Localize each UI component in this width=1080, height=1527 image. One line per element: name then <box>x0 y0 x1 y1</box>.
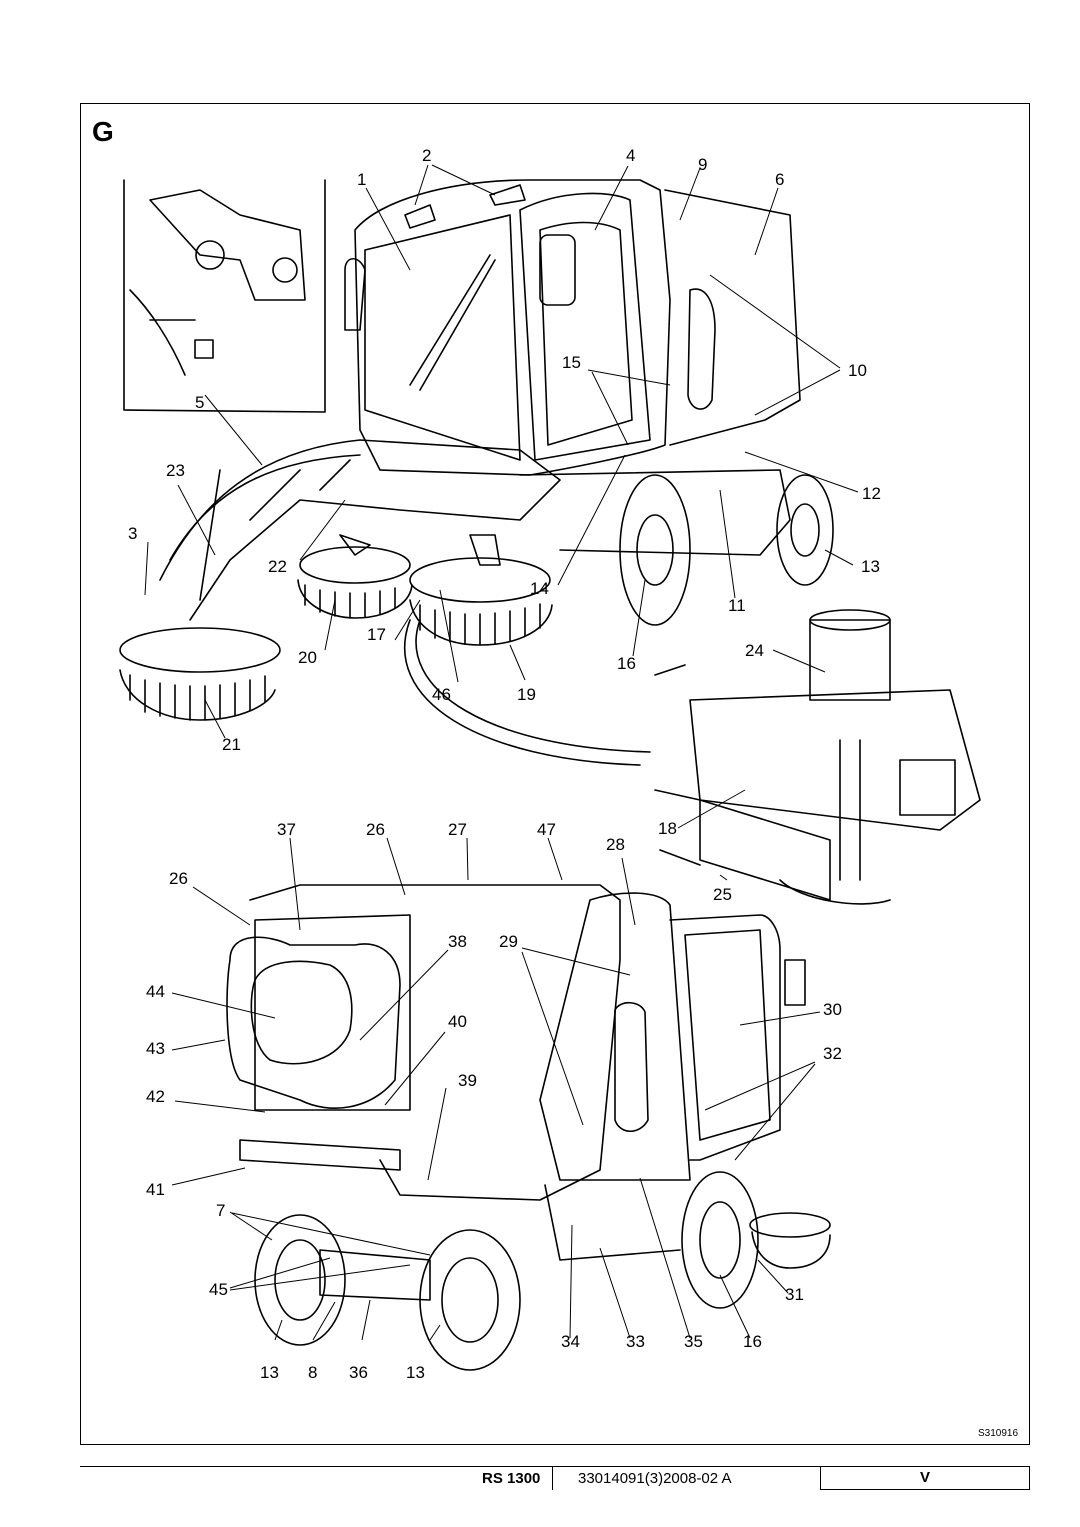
callout-13-bottom-right: 13 <box>406 1363 425 1382</box>
callout-1: 1 <box>357 170 367 189</box>
callout-11: 11 <box>728 596 746 615</box>
callout-42: 42 <box>146 1087 165 1106</box>
callout-46: 46 <box>432 685 451 704</box>
callout-7: 7 <box>216 1201 226 1220</box>
callout-37: 37 <box>277 820 296 839</box>
callout-28: 28 <box>606 835 625 854</box>
brush-arm-assembly <box>119 439 561 721</box>
callout-14: 14 <box>530 579 549 598</box>
callout-26-left: 26 <box>169 869 188 888</box>
detail-inset-hose-connection <box>123 179 326 413</box>
callout-5: 5 <box>195 393 205 412</box>
callout-20: 20 <box>298 648 317 667</box>
footer-language-box: V <box>820 1466 1030 1490</box>
callout-33: 33 <box>626 1332 645 1351</box>
callout-6: 6 <box>775 170 785 189</box>
callout-13-top: 13 <box>861 557 880 576</box>
callout-16-top: 16 <box>617 654 636 673</box>
callout-24: 24 <box>745 641 764 660</box>
callout-35: 35 <box>684 1332 703 1351</box>
callout-3: 3 <box>128 524 138 543</box>
callout-32: 32 <box>823 1044 842 1063</box>
callout-15: 15 <box>562 353 581 372</box>
rear-view-vehicle <box>226 884 831 1371</box>
callout-25: 25 <box>713 885 732 904</box>
callout-41: 41 <box>146 1180 165 1199</box>
callout-8: 8 <box>308 1363 318 1382</box>
figure-frame <box>80 103 1030 1445</box>
callout-9: 9 <box>698 155 708 174</box>
callout-2: 2 <box>422 146 432 165</box>
callout-30: 30 <box>823 1000 842 1019</box>
callout-38: 38 <box>448 932 467 951</box>
callout-19: 19 <box>517 685 536 704</box>
callout-17: 17 <box>367 625 386 644</box>
callout-10: 10 <box>848 361 867 380</box>
hose-line <box>404 619 651 766</box>
drawing-code: S310916 <box>978 1428 1019 1439</box>
callout-4: 4 <box>626 146 636 165</box>
callout-22: 22 <box>268 557 287 576</box>
callout-16-bottom: 16 <box>743 1332 762 1351</box>
cab-top-view <box>344 179 834 626</box>
callout-31: 31 <box>785 1285 804 1304</box>
callout-45: 45 <box>209 1280 228 1299</box>
callout-39: 39 <box>458 1071 477 1090</box>
callout-34: 34 <box>561 1332 580 1351</box>
callout-27: 27 <box>448 820 467 839</box>
callout-29: 29 <box>499 932 518 951</box>
detail-inset-brush-lift <box>654 609 981 905</box>
callout-36: 36 <box>349 1363 368 1382</box>
callout-43: 43 <box>146 1039 165 1058</box>
callout-12: 12 <box>862 484 881 503</box>
footer-separator <box>552 1466 553 1490</box>
callout-18: 18 <box>658 819 677 838</box>
callout-26-top: 26 <box>366 820 385 839</box>
callout-21: 21 <box>222 735 241 754</box>
section-letter: G <box>92 116 114 147</box>
callout-13-bottom-left: 13 <box>260 1363 279 1382</box>
callout-23: 23 <box>166 461 185 480</box>
callout-47: 47 <box>537 820 556 839</box>
callout-44: 44 <box>146 982 165 1001</box>
footer-model: RS 1300 <box>482 1470 541 1487</box>
callout-40: 40 <box>448 1012 467 1031</box>
leader-lines <box>144 164 859 1341</box>
footer-document-number: 33014091(3)2008-02 A <box>578 1470 732 1487</box>
footer-rule <box>80 1466 1030 1467</box>
